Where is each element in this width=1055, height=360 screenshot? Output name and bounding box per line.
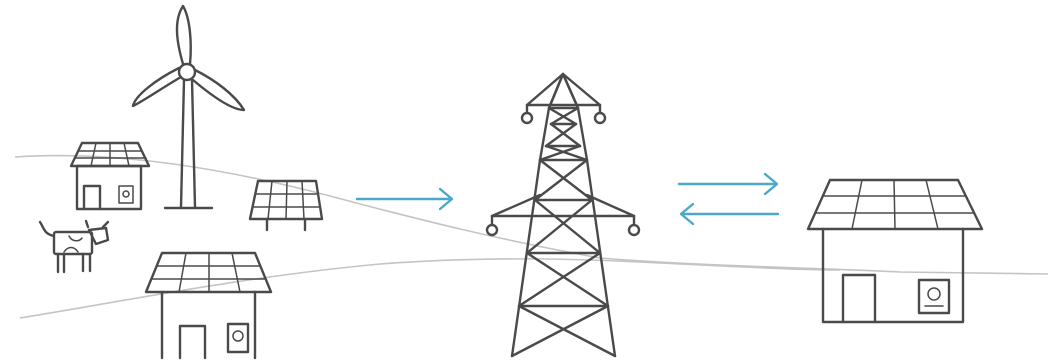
- arrow-right-icon: [357, 189, 452, 209]
- solar-panel-icon: [250, 181, 322, 230]
- wind-turbine-icon: [133, 6, 244, 208]
- cow-icon: [40, 221, 108, 272]
- front-hill-line: [20, 259, 840, 318]
- solar-house-icon: [808, 180, 982, 322]
- solar-house-icon: [71, 143, 149, 209]
- transmission-tower-icon: [487, 74, 639, 356]
- arrow-right-icon: [679, 174, 777, 194]
- solar-house-icon: [146, 253, 271, 358]
- arrow-left-icon: [681, 204, 778, 224]
